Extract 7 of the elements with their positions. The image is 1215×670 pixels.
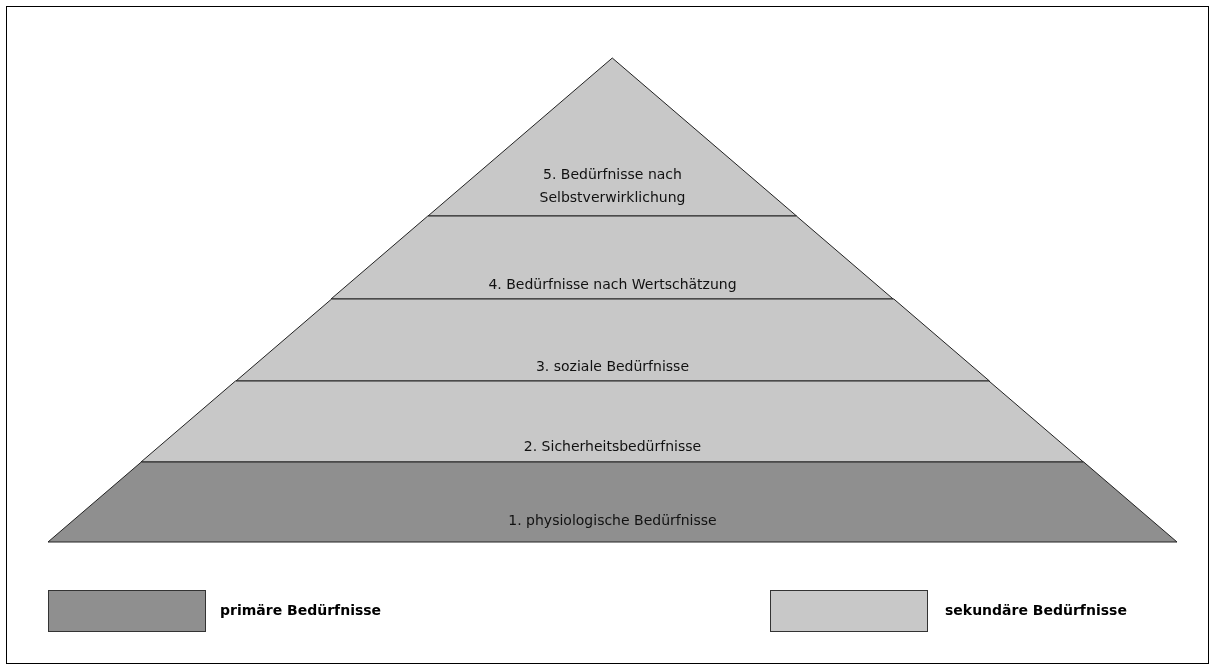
level-label: 2. Sicherheitsbedürfnisse xyxy=(522,436,703,456)
level-label: 3. soziale Bedürfnisse xyxy=(534,356,690,376)
level-label: 4. Bedürfnisse nach Wertschätzung xyxy=(487,274,738,294)
level-label: 5. Bedürfnisse nach Selbstverwirklichung xyxy=(538,165,687,207)
legend-label: primäre Bedürfnisse xyxy=(220,602,382,618)
legend-label: sekundäre Bedürfnisse xyxy=(945,602,1127,618)
level-label: 1. physiologische Bedürfnisse xyxy=(507,510,718,530)
